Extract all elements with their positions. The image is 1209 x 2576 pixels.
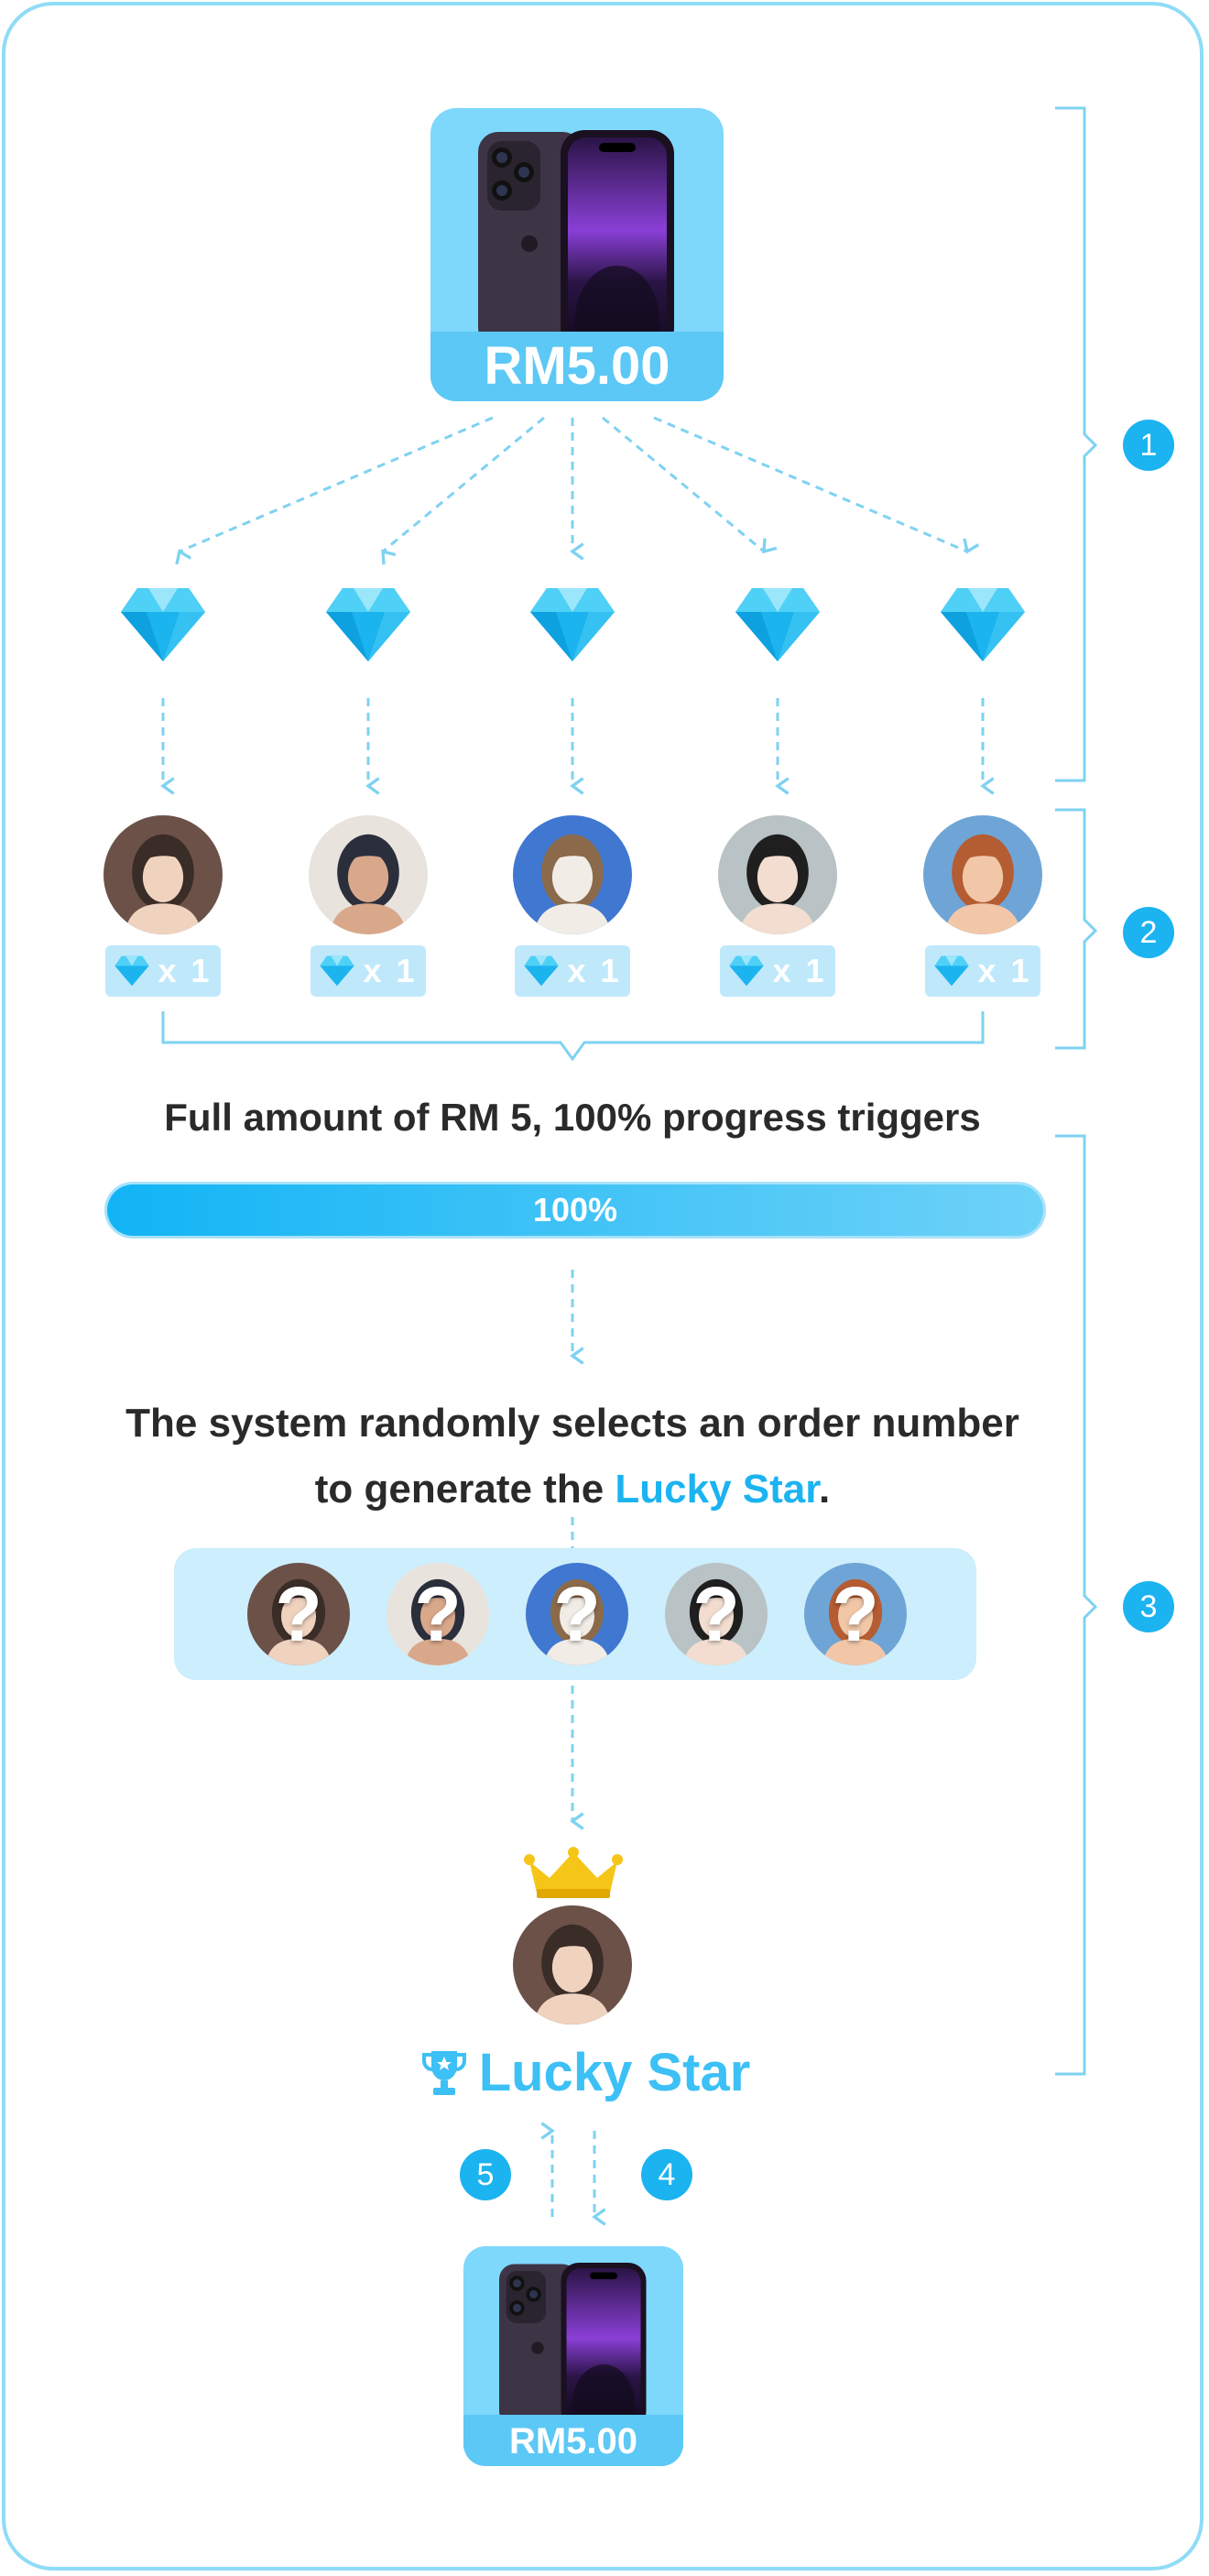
selection-prefix: to generate the [314, 1467, 615, 1512]
diamond-icon [941, 588, 1025, 661]
lucky-star-label: Lucky Star [478, 2042, 751, 2102]
prize-card-bottom: RM5.00 [463, 2246, 683, 2466]
progress-fill [107, 1184, 1043, 1236]
participant-4-avatar [718, 815, 837, 934]
diamond-count: x 1 [977, 952, 1032, 989]
diamond-icon [320, 955, 355, 987]
progress-bar: 100% [104, 1182, 1046, 1239]
trigger-caption: Full amount of RM 5, 100% progress trigg… [164, 1096, 981, 1139]
diamond-count-badge: x 1 [105, 945, 221, 997]
prize-card-top: RM5.00 [430, 108, 724, 401]
winner-avatar [513, 1905, 632, 2025]
selection-line-2: to generate the Lucky Star. [92, 1457, 1053, 1523]
trophy-icon [421, 2051, 466, 2095]
prize-price-top: RM5.00 [430, 332, 724, 401]
diamond-icon [735, 588, 820, 661]
participant-2-avatar [309, 815, 428, 934]
progress-label: 100% [532, 1191, 618, 1228]
hidden-participant-avatar: ? [526, 1563, 628, 1665]
selection-suffix: . [818, 1467, 831, 1512]
crown-icon [524, 1847, 623, 1898]
diamond-icon [729, 955, 765, 987]
diamond-count: x 1 [363, 952, 418, 989]
hidden-participant-avatar: ? [804, 1563, 907, 1665]
hidden-participant-avatar: ? [665, 1563, 768, 1665]
lucky-star-highlight: Lucky Star [615, 1467, 819, 1512]
diamond-icon [934, 955, 970, 987]
diamond-count: x 1 [772, 952, 827, 989]
question-mark-icon: ? [553, 1571, 601, 1657]
step-marker-5: 5 [460, 2149, 511, 2200]
lucky-star-title: Lucky Star [394, 2036, 779, 2109]
diamond-icon [121, 588, 205, 661]
diamond-count-badge: x 1 [515, 945, 630, 997]
diamond-count-badge: x 1 [310, 945, 426, 997]
participant-5-avatar [923, 815, 1042, 934]
step-marker-4: 4 [641, 2149, 692, 2200]
prize-price-bottom: RM5.00 [463, 2415, 683, 2466]
question-mark-icon: ? [832, 1571, 879, 1657]
participant-1-avatar [103, 815, 223, 934]
diamond-count-badge: x 1 [720, 945, 835, 997]
diamond-icon [114, 955, 150, 987]
diamond-count: x 1 [158, 952, 212, 989]
random-selection-box: ????? [174, 1548, 976, 1680]
step-marker-2: 2 [1123, 907, 1174, 958]
diamond-icon [326, 588, 410, 661]
question-mark-icon: ? [275, 1571, 322, 1657]
phone-image [499, 2263, 647, 2447]
step-marker-1: 1 [1123, 420, 1174, 471]
question-mark-icon: ? [692, 1571, 740, 1657]
diamond-count-badge: x 1 [925, 945, 1040, 997]
participant-3-avatar [513, 815, 632, 934]
diamond-icon [524, 955, 560, 987]
diamond-count: x 1 [567, 952, 622, 989]
hidden-participant-avatar: ? [247, 1563, 350, 1665]
hidden-participant-avatar: ? [387, 1563, 489, 1665]
question-mark-icon: ? [414, 1571, 462, 1657]
selection-caption: The system randomly selects an order num… [92, 1391, 1053, 1523]
diamond-icon [530, 588, 615, 661]
step-marker-3: 3 [1123, 1581, 1174, 1632]
phone-image [478, 130, 674, 376]
selection-line-1: The system randomly selects an order num… [125, 1401, 1019, 1446]
